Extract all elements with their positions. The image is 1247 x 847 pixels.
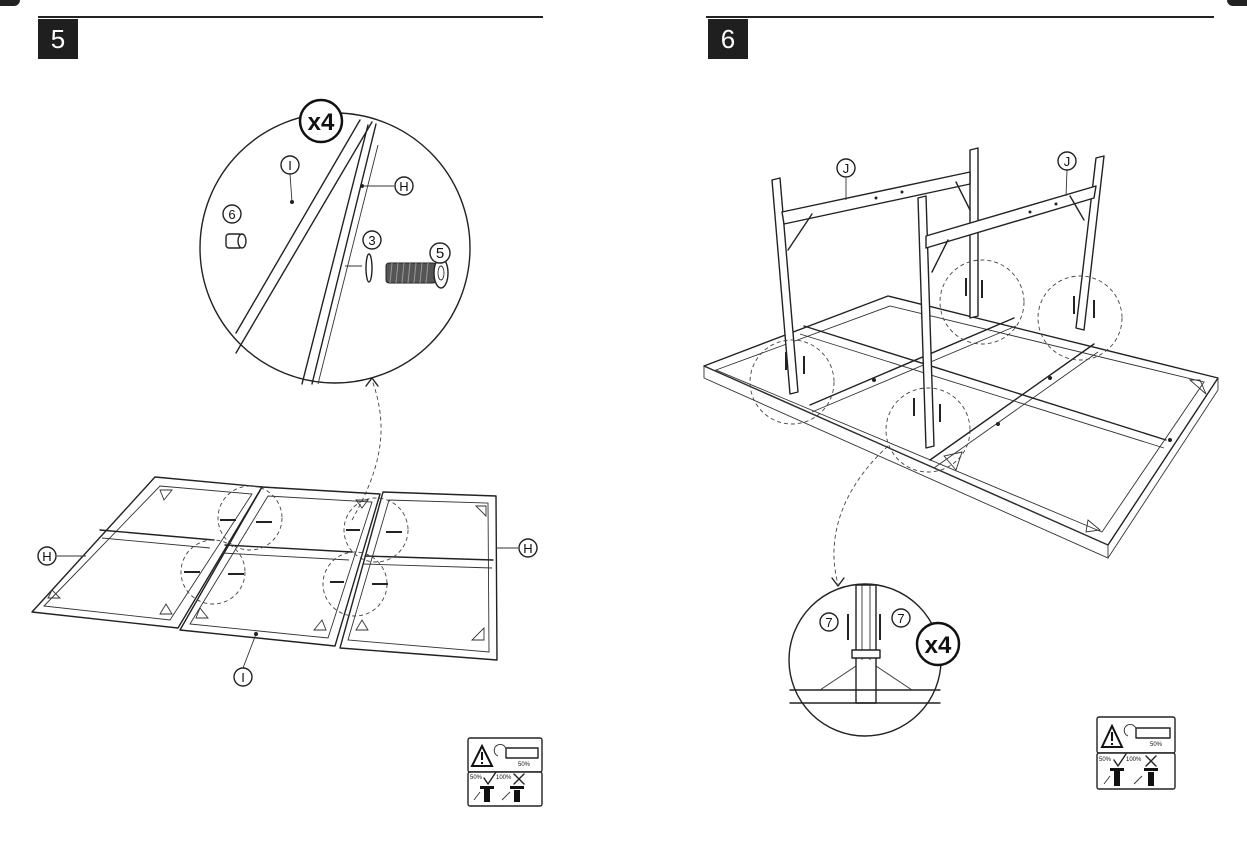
step-5-frames — [31, 476, 518, 669]
svg-text:50%: 50% — [470, 775, 483, 781]
bolt-5 — [385, 257, 449, 289]
svg-text:50%: 50% — [1099, 757, 1112, 763]
svg-text:H: H — [523, 541, 532, 556]
step-6-tool-note: 50% 50% 100% — [1096, 716, 1176, 790]
step-5-zoom-detail: I H 6 3 5 x4 — [199, 98, 471, 385]
svg-text:J: J — [843, 161, 850, 176]
svg-text:3: 3 — [368, 233, 375, 248]
svg-text:50%: 50% — [518, 762, 531, 768]
step-6-base-frame — [703, 295, 1219, 559]
svg-text:7: 7 — [825, 615, 832, 630]
step-5-header-rule — [38, 16, 543, 18]
svg-text:7: 7 — [897, 611, 904, 626]
svg-text:H: H — [399, 179, 408, 194]
screwdriver-icon — [484, 788, 490, 802]
svg-text:I: I — [288, 158, 292, 173]
step-5-quantity: x4 — [308, 109, 335, 136]
svg-text:6: 6 — [228, 207, 235, 222]
step-6-posts — [771, 147, 1105, 449]
page-corner-tab-left — [0, 0, 20, 6]
step-6-quantity: x4 — [925, 632, 952, 659]
check-icon — [483, 771, 497, 785]
svg-text:5: 5 — [436, 245, 444, 262]
washer-3 — [365, 253, 373, 283]
svg-text:100%: 100% — [1126, 757, 1142, 763]
barrel-nut-6 — [225, 233, 247, 249]
svg-text:J: J — [1064, 154, 1071, 169]
svg-text:50%: 50% — [1150, 742, 1163, 748]
svg-text:I: I — [241, 670, 245, 685]
cross-icon — [513, 773, 525, 785]
step-6-number: 6 — [708, 19, 748, 59]
step-6-header-rule — [706, 16, 1214, 18]
step-5-tool-note: 50% 50% 100% — [467, 737, 543, 807]
step-6-zoom-detail: 7 7 x4 — [788, 583, 961, 737]
page-corner-tab-right — [1227, 0, 1247, 6]
step-6-detail-circles — [749, 259, 1123, 473]
allen-key-icon — [505, 747, 539, 759]
step-5-illustration: I H 6 3 5 x4 — [31, 98, 543, 807]
svg-text:100%: 100% — [496, 775, 512, 781]
step-5-number: 5 — [38, 19, 78, 59]
svg-text:H: H — [42, 549, 51, 564]
